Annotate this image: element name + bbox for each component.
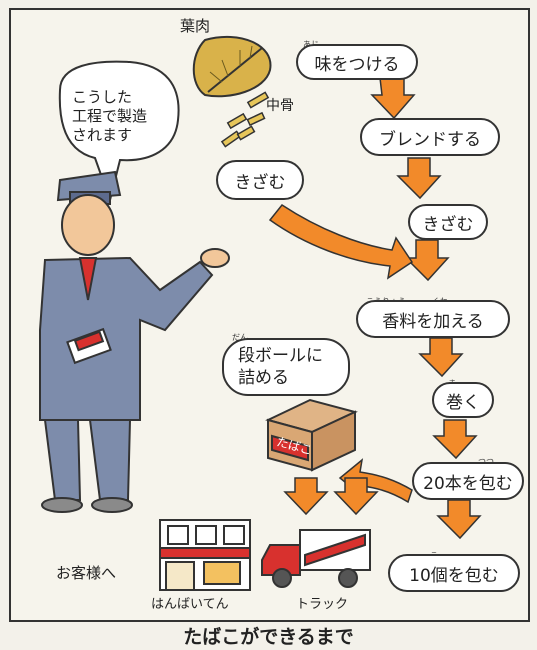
step-shred-left: きざむ [216, 160, 304, 200]
pack-ruby: だん [232, 333, 248, 342]
arrow-4 [418, 337, 464, 378]
step-wrap10: 10個を包む [388, 554, 520, 592]
tobacco-leaf-icon [192, 35, 272, 98]
step-flavor: 味をつける [296, 44, 418, 80]
speech-bubble [58, 60, 180, 204]
to-customer-label: お客様へ [56, 564, 117, 582]
arrow-3 [404, 239, 450, 282]
flow-arrows [268, 77, 482, 540]
bubble-line-2: 工程で製造 [72, 106, 148, 125]
step-pack: 段ボールに 詰める [222, 338, 350, 396]
midrib-label: 中骨 [266, 98, 294, 114]
arrow-2 [396, 157, 442, 200]
arrow-down-right [333, 477, 379, 516]
step-roll: 巻く [432, 382, 494, 418]
midrib-pieces-icon [220, 91, 270, 148]
wrap20-ruby: つつ [478, 456, 494, 467]
speech-bubble-text: こうした 工程で製造 されます [72, 88, 147, 144]
pack-line-2: 詰める [238, 368, 289, 388]
arrow-curve [268, 203, 414, 280]
bubble-line-3: されます [72, 125, 133, 144]
leaf-flesh-label: 葉肉 [180, 17, 211, 35]
step-add-flavoring: 香料を加える [356, 300, 510, 338]
step-wrap20: 20本を包む [412, 462, 524, 500]
arrow-1 [370, 77, 416, 120]
bubble-line-1: こうした [72, 88, 133, 106]
truck-icon [261, 529, 371, 588]
cardboard-box-icon [265, 398, 358, 472]
step-shred-right: きざむ [408, 204, 488, 240]
arrow-down-left [283, 477, 329, 516]
pack-line-1: 段ボールに [238, 345, 323, 366]
store-icon [159, 519, 251, 591]
retail-store-label: はんばいてん [151, 597, 229, 612]
arrow-6 [436, 499, 482, 540]
worker-figure [39, 170, 230, 513]
diagram-caption: たばこができるまで [183, 626, 354, 648]
step-blend: ブレンドする [360, 118, 500, 156]
truck-label: トラック [296, 597, 349, 612]
arrow-5 [432, 419, 478, 460]
